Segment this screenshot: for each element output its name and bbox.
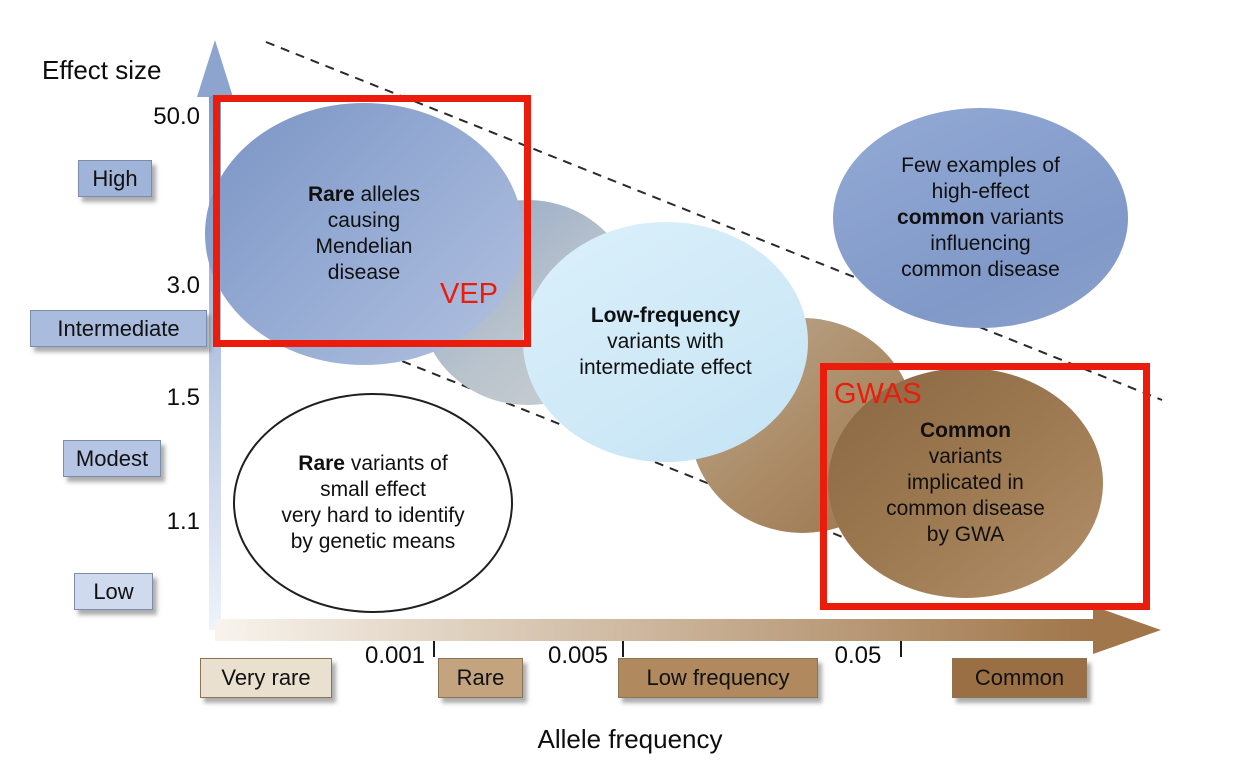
text-line: Few examples of bbox=[901, 153, 1060, 177]
gwas-highlight-box bbox=[820, 363, 1150, 610]
ellipse-few-common-text: Few examples of high-effect common varia… bbox=[883, 153, 1078, 283]
effect-category-low: Low bbox=[74, 573, 153, 610]
effect-category-intermediate: Intermediate bbox=[30, 310, 207, 347]
bold-word: Rare bbox=[307, 182, 355, 206]
y-tick-50: 50.0 bbox=[153, 103, 200, 130]
text-line: common disease bbox=[886, 497, 1045, 521]
text-line: very hard to identify bbox=[281, 504, 465, 527]
text-line: by GWA bbox=[926, 523, 1005, 547]
text-line: Rare variants of bbox=[281, 451, 464, 477]
text-span: alleles bbox=[354, 182, 421, 206]
text-span: variants of bbox=[344, 451, 448, 475]
vep-label: VEP bbox=[440, 278, 499, 310]
y-tick-3: 3.0 bbox=[166, 272, 200, 299]
y-axis-title: Effect size bbox=[42, 55, 162, 85]
ellipse-rare-small-effect: Rare variants of small effect very hard … bbox=[233, 393, 513, 613]
text-line: disease bbox=[327, 261, 401, 285]
text-line: common disease bbox=[901, 258, 1060, 282]
text-line: Common bbox=[886, 418, 1045, 444]
ellipse-low-frequency: Low-frequency variants with intermediate… bbox=[523, 222, 808, 462]
text-line: influencing bbox=[930, 232, 1031, 256]
text-line: by genetic means bbox=[290, 530, 456, 554]
x-axis-line bbox=[215, 619, 1093, 641]
text-line: Mendelian bbox=[315, 235, 413, 258]
vep-highlight-box bbox=[213, 95, 531, 347]
bold-word: Low-frequency bbox=[590, 303, 741, 327]
ellipse-rare-mendelian: Rare alleles causing Mendelian disease bbox=[205, 103, 523, 365]
y-axis-arrowhead-icon bbox=[197, 40, 233, 97]
x-tick-0001: 0.001 bbox=[364, 642, 426, 669]
x-axis-title: Allele frequency bbox=[537, 724, 723, 754]
effect-category-high: High bbox=[78, 160, 152, 197]
text-line: small effect bbox=[320, 477, 426, 501]
text-line: intermediate effect bbox=[579, 356, 752, 380]
x-tick-005: 0.05 bbox=[834, 642, 882, 669]
bold-word: common bbox=[897, 205, 985, 229]
text-span: variants bbox=[984, 205, 1064, 229]
x-tick-0005: 0.005 bbox=[547, 642, 609, 669]
ellipse-common-gwa: Common variants implicated in common dis… bbox=[828, 368, 1103, 598]
frequency-category-common: Common bbox=[952, 658, 1087, 698]
effect-category-modest: Modest bbox=[63, 440, 161, 477]
y-tick-1-5: 1.5 bbox=[166, 384, 200, 411]
bold-word: Common bbox=[920, 418, 1011, 442]
frequency-category-low-frequency: Low frequency bbox=[618, 658, 818, 698]
ellipse-few-common-high-effect: Few examples of high-effect common varia… bbox=[833, 108, 1128, 328]
text-line: common variants bbox=[897, 205, 1064, 231]
text-line: variants bbox=[928, 444, 1003, 468]
text-line: implicated in bbox=[907, 470, 1024, 494]
y-tick-1-1: 1.1 bbox=[166, 508, 200, 535]
ellipse-rare-mendelian-text: Rare alleles causing Mendelian disease bbox=[294, 182, 434, 286]
x-axis-arrowhead-icon bbox=[1093, 606, 1161, 654]
ellipse-low-frequency-text: Low-frequency variants with intermediate… bbox=[565, 303, 765, 381]
frequency-category-rare: Rare bbox=[438, 658, 523, 698]
text-line: causing bbox=[327, 208, 401, 232]
text-line: Low-frequency bbox=[579, 303, 751, 329]
gwas-label: GWAS bbox=[834, 378, 922, 410]
text-line: Rare alleles bbox=[308, 182, 420, 208]
bold-word: Rare bbox=[298, 451, 345, 475]
text-line: variants with bbox=[607, 329, 724, 353]
ellipse-common-gwa-text: Common variants implicated in common dis… bbox=[872, 418, 1059, 548]
frequency-category-very-rare: Very rare bbox=[200, 658, 332, 698]
ellipse-rare-small-effect-text: Rare variants of small effect very hard … bbox=[267, 451, 478, 555]
text-line: high-effect bbox=[931, 179, 1030, 203]
